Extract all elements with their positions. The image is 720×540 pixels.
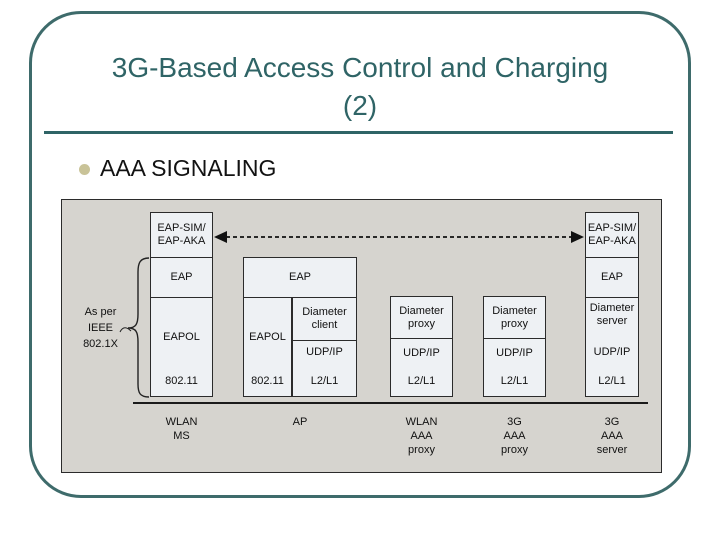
box-label: UDP/IP — [496, 347, 533, 359]
box-ap-eapol-phy: EAPOL 802.11 — [243, 297, 292, 397]
box-label: EAP — [288, 271, 311, 283]
box-3gserver-eapsim: EAP-SIM/ EAP-AKA — [585, 212, 639, 258]
box-label: UDP/IP — [306, 346, 343, 358]
box-label: 802.11 — [165, 375, 198, 387]
box-3gproxy-diameter: Diameter proxy — [483, 296, 546, 339]
bullet-label: AAA SIGNALING — [100, 155, 277, 181]
node-label-ap: AP — [292, 416, 308, 428]
box-label: EAPOL — [249, 331, 286, 343]
node-label-3g-aaa-server: 3G AAA server — [596, 416, 628, 456]
box-label: Diameter proxy — [399, 304, 444, 330]
box-label: EAPOL — [163, 331, 200, 343]
box-label: 802.11 — [251, 375, 284, 387]
box-wlanms-eapsim: EAP-SIM/ EAP-AKA — [150, 212, 213, 258]
box-label: EAP — [170, 271, 193, 283]
box-3gserver-eap: EAP — [585, 257, 639, 298]
box-label: EAP-SIM/ EAP-AKA — [587, 222, 637, 247]
box-label: UDP/IP — [593, 346, 631, 358]
box-label: EAP — [600, 271, 623, 283]
box-label: Diameter proxy — [492, 304, 537, 330]
slide-frame — [29, 11, 691, 498]
box-wlanproxy-diameter: Diameter proxy — [390, 296, 453, 339]
baseline-separator — [133, 402, 648, 404]
title-underline — [44, 131, 673, 134]
box-label: EAP-SIM/ EAP-AKA — [157, 222, 206, 247]
box-ap-eap: EAP — [243, 257, 357, 298]
node-label-wlan-aaa-proxy: WLAN AAA proxy — [405, 416, 438, 456]
box-label: L2/L1 — [310, 375, 339, 387]
box-wlanproxy-udp-l2: UDP/IP L2/L1 — [390, 338, 453, 397]
box-label: Diameter client — [302, 306, 347, 331]
box-label: UDP/IP — [403, 347, 440, 359]
box-label: L2/L1 — [407, 375, 436, 387]
box-ap-udp-l2: UDP/IP L2/L1 — [292, 340, 357, 397]
box-label: Diameter server — [589, 302, 635, 327]
bullet-icon — [79, 164, 90, 175]
slide-title-line1: 3G-Based Access Control and Charging — [111, 52, 609, 83]
node-label-3g-aaa-proxy: 3G AAA proxy — [501, 416, 528, 456]
box-label: L2/L1 — [500, 375, 529, 387]
node-label-wlan-ms: WLAN MS — [165, 416, 198, 442]
box-wlanms-eap: EAP — [150, 257, 213, 298]
box-ap-diameter-client: Diameter client — [292, 297, 357, 341]
box-label: L2/L1 — [598, 375, 626, 387]
box-3gproxy-udp-l2: UDP/IP L2/L1 — [483, 338, 546, 397]
note-as-per-ieee-8021x: As per IEEE 802.1X — [83, 306, 118, 350]
box-3gserver-diameter-udp-l2: Diameter server UDP/IP L2/L1 — [585, 297, 639, 397]
slide-title-line2: (2) — [342, 90, 378, 121]
box-wlanms-eapol-phy: EAPOL 802.11 — [150, 297, 213, 397]
